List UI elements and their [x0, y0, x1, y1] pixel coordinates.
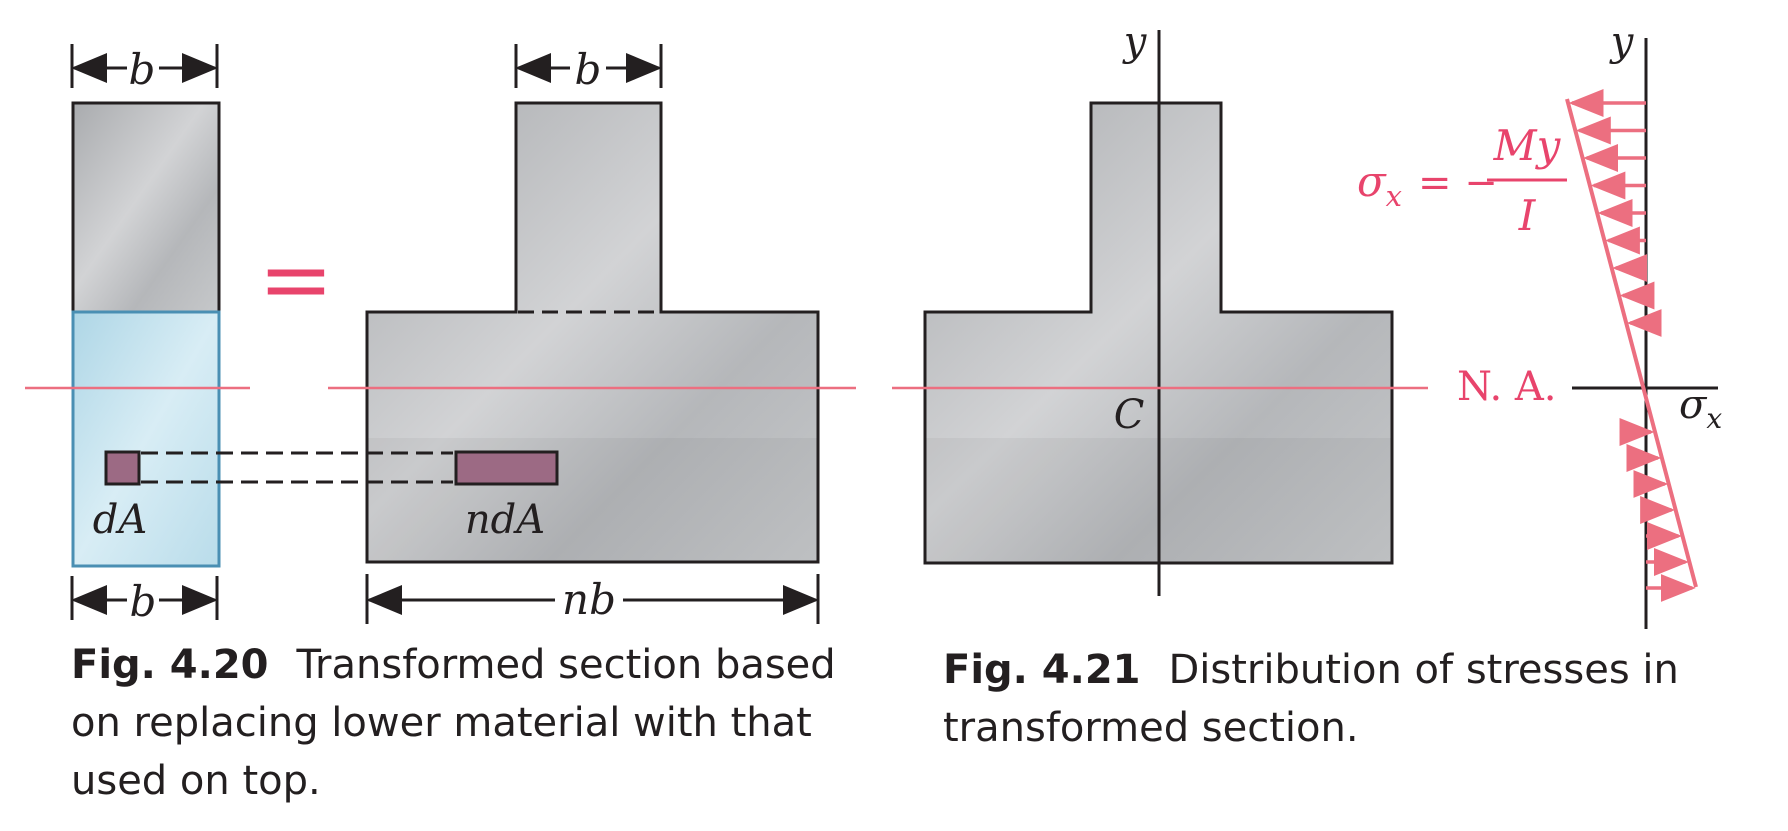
caption-fig-4-20-number: Fig. 4.20	[71, 642, 269, 688]
area-element-dA	[104, 450, 141, 486]
transformed-t-shape	[365, 101, 820, 564]
label-y-stress: y	[1609, 19, 1635, 65]
area-element-ndA	[454, 450, 559, 486]
dimension-b-top-left	[70, 44, 219, 88]
caption-fig-4-21-number: Fig. 4.21	[943, 647, 1141, 693]
label-b-top-right: b	[575, 45, 602, 94]
top-material	[71, 101, 221, 314]
formula-sigma-x: σx	[1357, 157, 1402, 213]
stress-formula: σx = − My I	[1357, 121, 1567, 240]
label-neutral-axis: N. A.	[1457, 364, 1556, 410]
formula-numerator: My	[1493, 121, 1562, 170]
stress-arrows	[1568, 89, 1696, 602]
formula-equals-minus: = −	[1418, 160, 1498, 206]
dimension-nb	[365, 574, 820, 624]
label-sigma-x-axis: σx	[1679, 382, 1722, 435]
label-y-section: y	[1122, 19, 1148, 65]
transformed-section	[365, 101, 820, 564]
label-b-top-left: b	[129, 45, 156, 94]
label-centroid-C: C	[1114, 392, 1145, 438]
section-fig421	[923, 30, 1394, 596]
label-nb: nb	[562, 575, 616, 624]
caption-fig-4-20-text: Transformed section based on replacing l…	[71, 642, 836, 804]
dimension-b-top-right	[514, 44, 663, 88]
stress-distribution-line	[1565, 98, 1698, 588]
projection-lines	[141, 451, 453, 484]
label-b-bottom: b	[130, 577, 157, 626]
caption-fig-4-21-text: Distribution of stresses in transformed …	[943, 647, 1679, 751]
dimension-b-bottom	[70, 576, 219, 620]
original-section	[71, 101, 221, 568]
label-ndA: ndA	[465, 497, 545, 543]
equals-sign: =	[258, 227, 333, 332]
stress-diagram	[1565, 38, 1718, 629]
label-dA: dA	[93, 497, 148, 543]
formula-denominator: I	[1518, 191, 1537, 240]
lower-material	[71, 310, 221, 568]
